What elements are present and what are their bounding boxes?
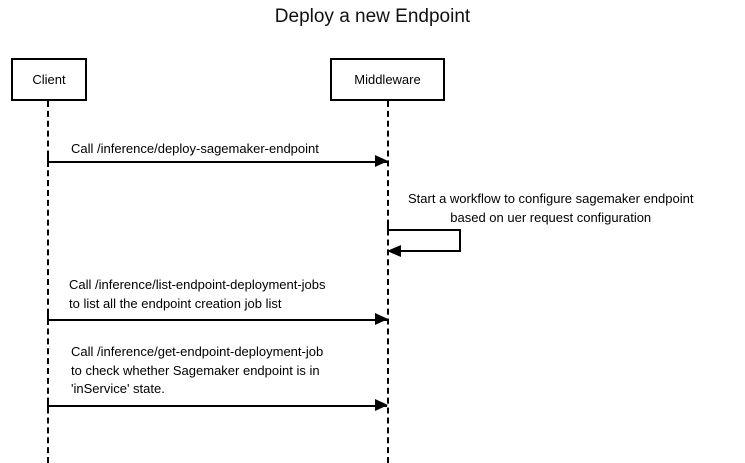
lifeline-client	[47, 101, 49, 463]
message-label-list-endpoint-deployment-jobs: Call /inference/list-endpoint-deployment…	[69, 277, 326, 311]
arrowhead-right-icon	[375, 399, 388, 411]
message-label-get-endpoint-deployment-job: Call /inference/get-endpoint-deployment-…	[71, 344, 324, 396]
arrowhead-right-icon	[375, 155, 388, 167]
arrowhead-left-icon	[387, 245, 401, 257]
participant-label-middleware: Middleware	[354, 72, 421, 87]
self-message-arrow-start-workflow	[387, 224, 461, 257]
diagram-title: Deploy a new Endpoint	[274, 6, 471, 27]
arrow-shaft	[47, 161, 387, 163]
participant-box-client[interactable]: Client	[11, 58, 87, 101]
arrow-shaft	[47, 405, 387, 407]
participant-box-middleware[interactable]: Middleware	[330, 58, 445, 101]
lifeline-middleware	[387, 101, 389, 463]
message-label-deploy-sagemaker-endpoint: Call /inference/deploy-sagemaker-endpoin…	[71, 141, 319, 156]
participant-label-client: Client	[32, 72, 66, 87]
self-arrow-bottom-segment	[387, 250, 461, 252]
self-arrow-right-segment	[459, 229, 461, 252]
self-message-label-start-workflow: Start a workflow to configure sagemaker …	[408, 191, 694, 225]
self-arrow-top-segment	[387, 229, 461, 231]
arrowhead-right-icon	[375, 313, 388, 325]
arrow-shaft	[47, 319, 387, 321]
